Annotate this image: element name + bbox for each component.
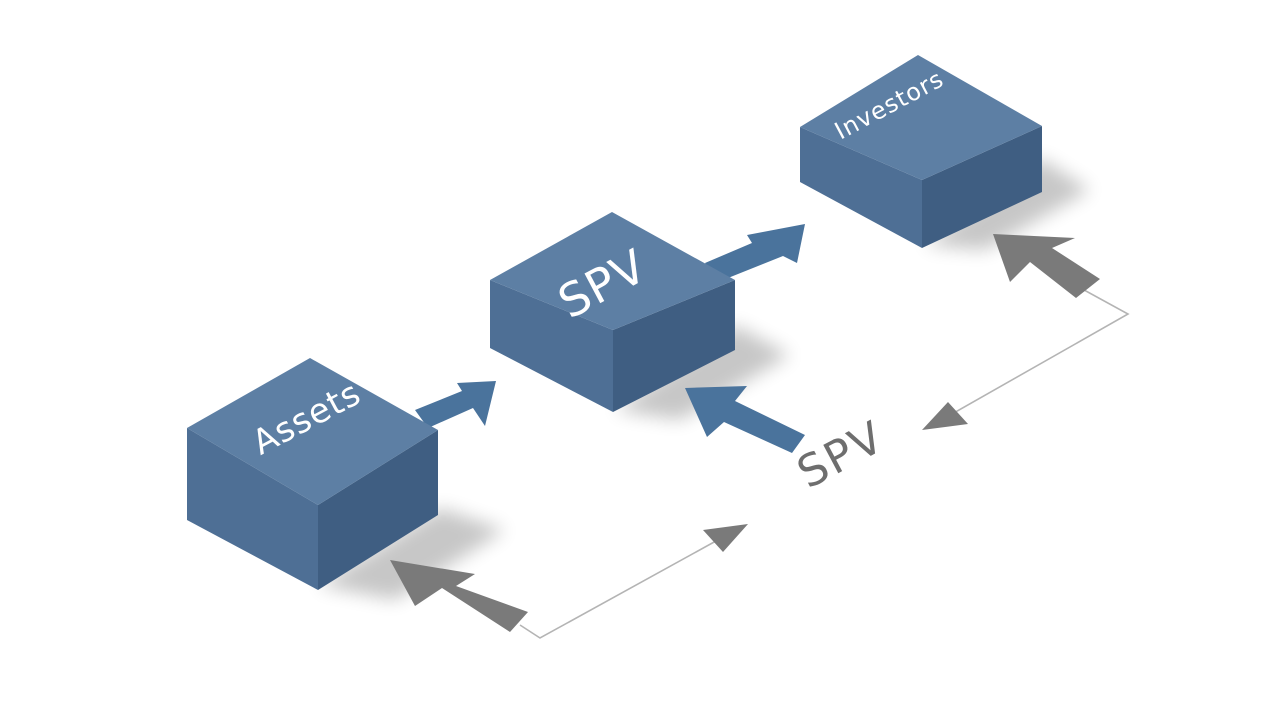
connector-lines xyxy=(519,284,1130,639)
assets-cube-top-face xyxy=(187,358,438,505)
investors-cube-right-face xyxy=(922,126,1042,248)
spv-free-label: SPV xyxy=(789,411,893,499)
assets-cube-right-face xyxy=(318,430,438,590)
assets-cube-shadow xyxy=(318,508,505,600)
connector-line-left xyxy=(519,535,726,639)
investors-cube-left-face xyxy=(800,127,922,248)
return-arrow-to-assets xyxy=(390,560,528,632)
assets-cube-left-face xyxy=(187,428,318,590)
forward-arrows xyxy=(415,224,805,453)
spv-cube-top-face xyxy=(490,212,735,330)
flow-arrow-label-to-spv xyxy=(685,386,805,453)
investors-cube-top-face xyxy=(800,55,1042,180)
flow-arrow-spv-to-investors xyxy=(705,224,805,282)
cube-shadows xyxy=(318,158,1090,600)
spv-cube: SPV xyxy=(490,212,735,412)
assets-cube: Assets xyxy=(187,358,438,590)
spv-cube-left-face xyxy=(490,280,613,412)
spv-cube-shadow xyxy=(615,325,790,420)
connector-arrowhead-right xyxy=(922,402,968,430)
connector-arrowhead-left xyxy=(703,524,748,552)
flow-arrow-assets-to-spv xyxy=(415,381,496,428)
return-arrows xyxy=(390,234,1100,632)
investors-cube: Investors xyxy=(800,55,1042,248)
connector-line-right xyxy=(944,284,1130,419)
return-arrow-to-investors xyxy=(993,234,1100,298)
spv-cube-right-face xyxy=(613,280,735,412)
